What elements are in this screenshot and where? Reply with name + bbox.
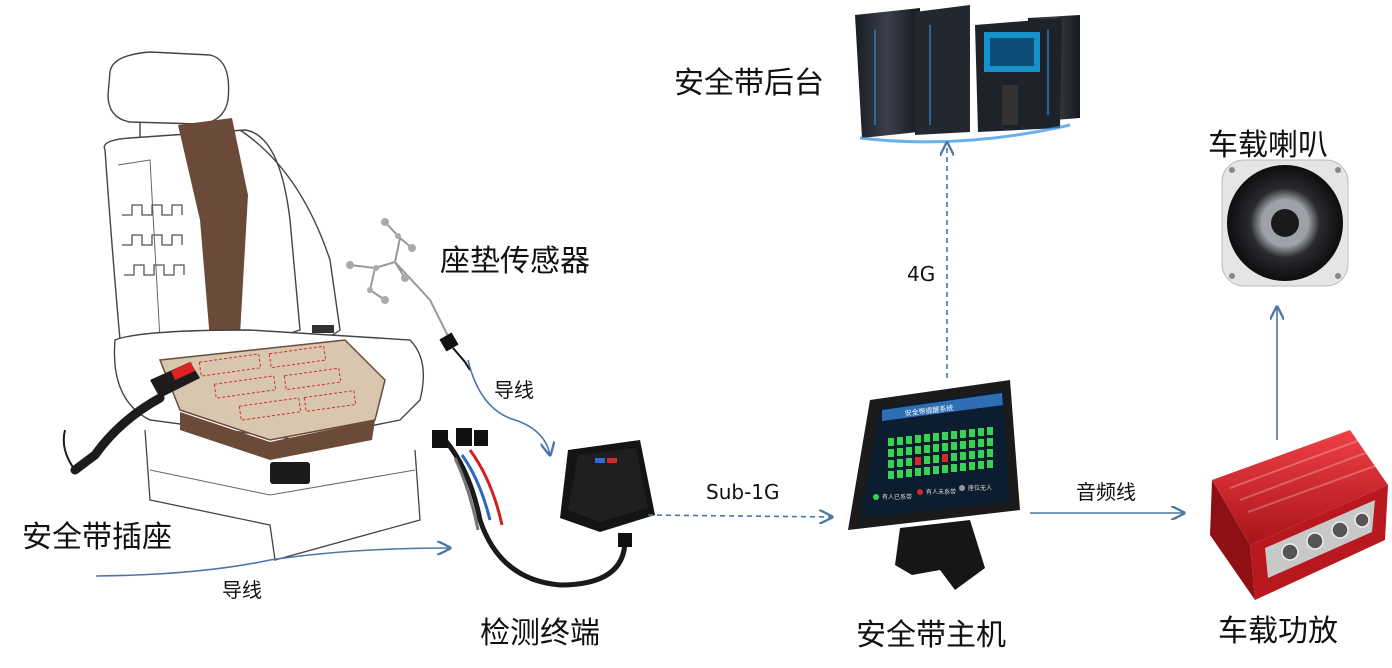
led-cell	[942, 465, 948, 473]
screen-legend-2: 有人未系带	[926, 488, 956, 496]
seatbelt-host-illustration: 安全带提醒系统 有人已系带 有人未系带 座位无人	[848, 380, 1020, 590]
led-cell	[933, 466, 939, 474]
backend-servers-illustration	[855, 5, 1080, 144]
screen-legend-1: 有人已系带	[882, 493, 912, 501]
led-cell	[888, 471, 894, 479]
led-cell	[960, 452, 966, 460]
detection-terminal-illustration	[432, 428, 655, 588]
led-cell	[951, 453, 957, 461]
led-cell	[897, 448, 903, 456]
led-cell	[969, 429, 975, 437]
car-seat-illustration	[62, 51, 425, 561]
label-4g: 4G	[907, 262, 936, 286]
led-cell	[969, 440, 975, 448]
connectors	[95, 143, 1277, 577]
arrow-socket-to-terminal	[95, 548, 450, 577]
led-grid	[888, 427, 993, 479]
led-cell	[915, 468, 921, 476]
led-cell	[960, 441, 966, 449]
amplifier-illustration	[1210, 430, 1388, 600]
led-cell	[897, 459, 903, 467]
label-amplifier: 车载功放	[1218, 614, 1338, 649]
led-cell	[906, 436, 912, 444]
label-seatbelt-socket: 安全带插座	[22, 520, 172, 555]
led-cell	[897, 437, 903, 445]
seat-sensor-illustration	[346, 218, 471, 371]
led-cell	[978, 461, 984, 469]
led-cell	[969, 451, 975, 459]
led-cell	[969, 462, 975, 470]
led-cell	[888, 460, 894, 468]
led-cell	[942, 443, 948, 451]
led-cell	[906, 469, 912, 477]
label-speaker: 车载喇叭	[1208, 128, 1328, 163]
label-wire-bottom: 导线	[222, 578, 262, 602]
led-cell	[906, 458, 912, 466]
led-cell	[978, 428, 984, 436]
led-cell	[933, 433, 939, 441]
led-cell	[906, 447, 912, 455]
led-cell	[987, 449, 993, 457]
led-cell	[915, 435, 921, 443]
led-cell	[951, 464, 957, 472]
led-cell	[888, 449, 894, 457]
label-seatbelt-host: 安全带主机	[856, 618, 1006, 653]
led-cell	[942, 454, 948, 462]
led-cell	[924, 456, 930, 464]
led-cell	[978, 450, 984, 458]
arrow-sensor-to-terminal	[467, 359, 550, 455]
led-cell	[978, 439, 984, 447]
label-backend: 安全带后台	[674, 66, 824, 101]
label-detection-terminal: 检测终端	[480, 616, 600, 651]
led-cell	[987, 460, 993, 468]
led-cell	[915, 446, 921, 454]
led-cell	[933, 444, 939, 452]
label-wire-top: 导线	[494, 378, 534, 402]
led-cell	[924, 434, 930, 442]
led-cell	[951, 442, 957, 450]
led-cell	[888, 438, 894, 446]
led-cell	[924, 445, 930, 453]
arrow-terminal-to-host	[647, 515, 832, 517]
led-cell	[987, 427, 993, 435]
led-cell	[933, 455, 939, 463]
speaker-illustration	[1221, 159, 1349, 287]
led-cell	[987, 438, 993, 446]
led-cell	[924, 467, 930, 475]
led-cell	[960, 463, 966, 471]
led-cell	[915, 457, 921, 465]
led-cell	[897, 470, 903, 478]
label-seat-sensor: 座垫传感器	[440, 244, 590, 279]
led-cell	[960, 430, 966, 438]
led-cell	[951, 431, 957, 439]
label-audio-wire: 音频线	[1076, 480, 1136, 504]
led-cell	[942, 432, 948, 440]
label-sub1g: Sub-1G	[706, 480, 780, 504]
screen-legend-3: 座位无人	[968, 484, 992, 492]
